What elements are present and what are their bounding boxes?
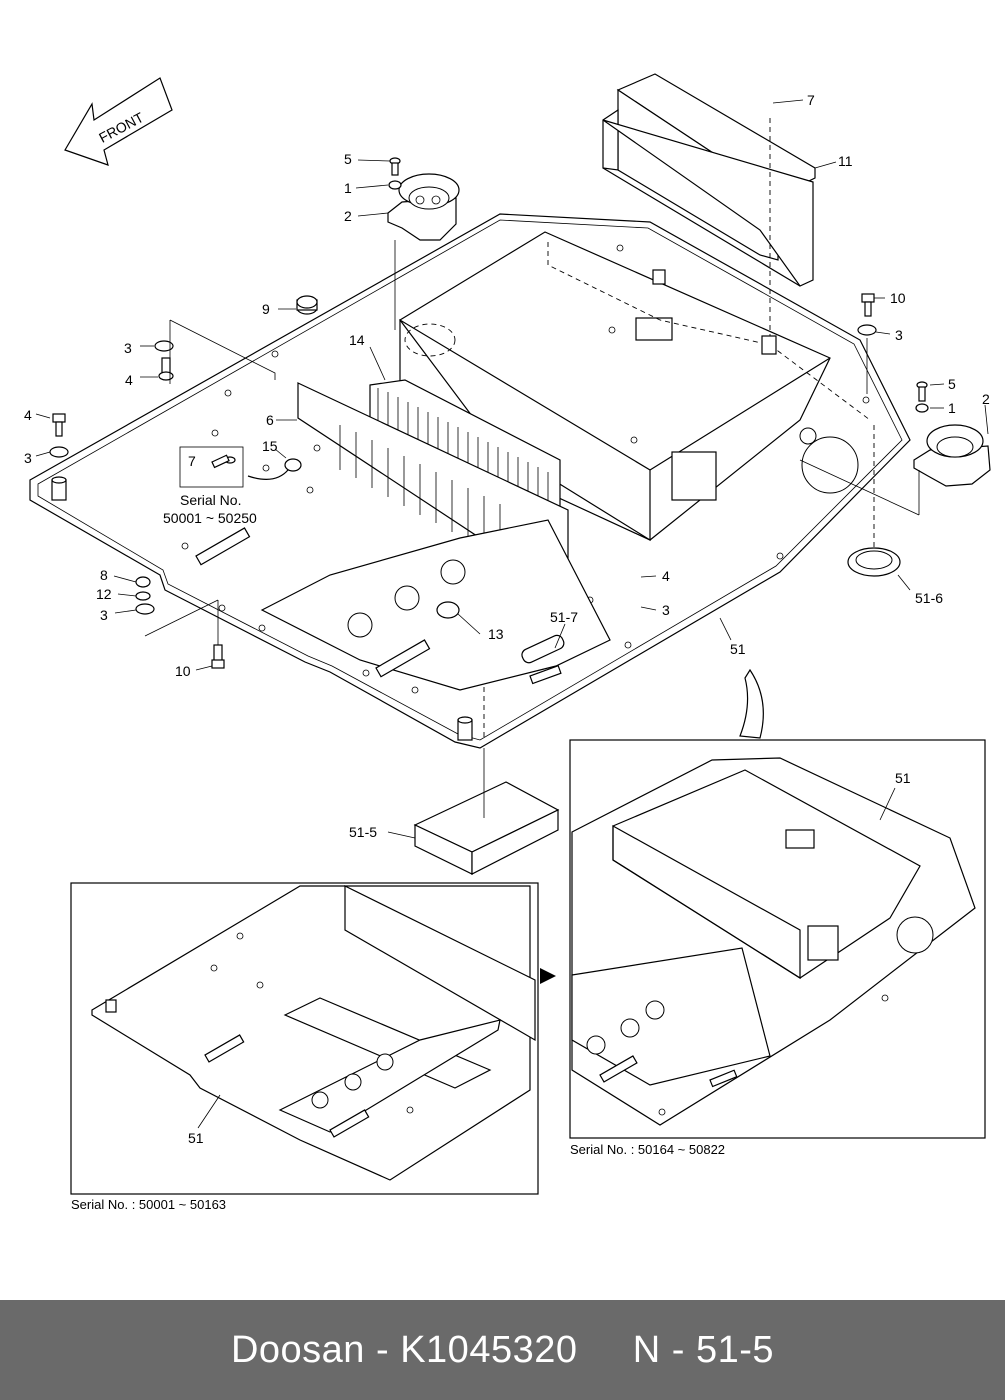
callout-3: 3	[662, 602, 670, 618]
callout-3: 3	[124, 340, 132, 356]
callout-4: 4	[662, 568, 670, 584]
callout-leaders	[35, 99, 989, 1129]
callout-13: 13	[488, 626, 504, 642]
callout-1: 1	[948, 400, 956, 416]
callout-1: 1	[344, 180, 352, 196]
callout-10: 10	[890, 290, 906, 306]
callout-51-6: 51-6	[915, 590, 943, 606]
front-arrow-icon: FRONT	[64, 77, 173, 166]
serial-note-box: Serial No. 50001 ~ 50250	[163, 446, 257, 526]
exploded-parts-diagram: FRONT	[24, 73, 991, 1212]
callout-2: 2	[344, 208, 352, 224]
callout-3: 3	[895, 327, 903, 343]
inset-left-caption: Serial No. : 50001 ~ 50163	[71, 1197, 226, 1212]
grommet-ring	[847, 425, 901, 577]
callout-8: 8	[100, 567, 108, 583]
callout-51-7: 51-7	[550, 609, 578, 625]
callout-labels: 5 1 2 7 11 10 3 5 1 2 9 14 3 4 4 3 6 15 …	[24, 92, 990, 1146]
inset-link-arrow-icon	[540, 968, 556, 984]
footer-part-reference: Doosan - K1045320 N - 51-5	[230, 1328, 775, 1371]
callout-12: 12	[96, 586, 112, 602]
callout-3: 3	[100, 607, 108, 623]
callout-4: 4	[125, 372, 133, 388]
transition-arrow-icon	[739, 668, 764, 739]
speaker-left	[387, 157, 460, 330]
callout-5: 5	[948, 376, 956, 392]
callout-2: 2	[982, 391, 990, 407]
callout-3: 3	[24, 450, 32, 466]
callout-7: 7	[188, 453, 196, 469]
callout-51: 51	[188, 1130, 204, 1146]
speaker-right	[799, 293, 991, 516]
callout-51: 51	[730, 641, 746, 657]
callout-14: 14	[349, 332, 365, 348]
inset-left	[70, 882, 539, 1195]
foam-pad	[413, 570, 560, 875]
fasteners-left	[49, 295, 318, 669]
callout-4: 4	[24, 407, 32, 423]
callout-9: 9	[262, 301, 270, 317]
callout-11: 11	[838, 153, 853, 169]
callout-51: 51	[895, 770, 911, 786]
callout-6: 6	[266, 412, 274, 428]
serial-note-title: Serial No.	[180, 492, 241, 508]
air-duct	[602, 73, 816, 336]
callout-15: 15	[262, 438, 278, 454]
floor-plate-details	[195, 519, 611, 691]
callout-7: 7	[807, 92, 815, 108]
callout-5: 5	[344, 151, 352, 167]
inset-right-caption: Serial No. : 50164 ~ 50822	[570, 1142, 725, 1157]
inset-right	[569, 739, 986, 1139]
footer-bar: Doosan - K1045320 N - 51-5	[0, 1300, 1005, 1400]
callout-10: 10	[175, 663, 191, 679]
callout-51-5: 51-5	[349, 824, 377, 840]
serial-note-range: 50001 ~ 50250	[163, 510, 257, 526]
